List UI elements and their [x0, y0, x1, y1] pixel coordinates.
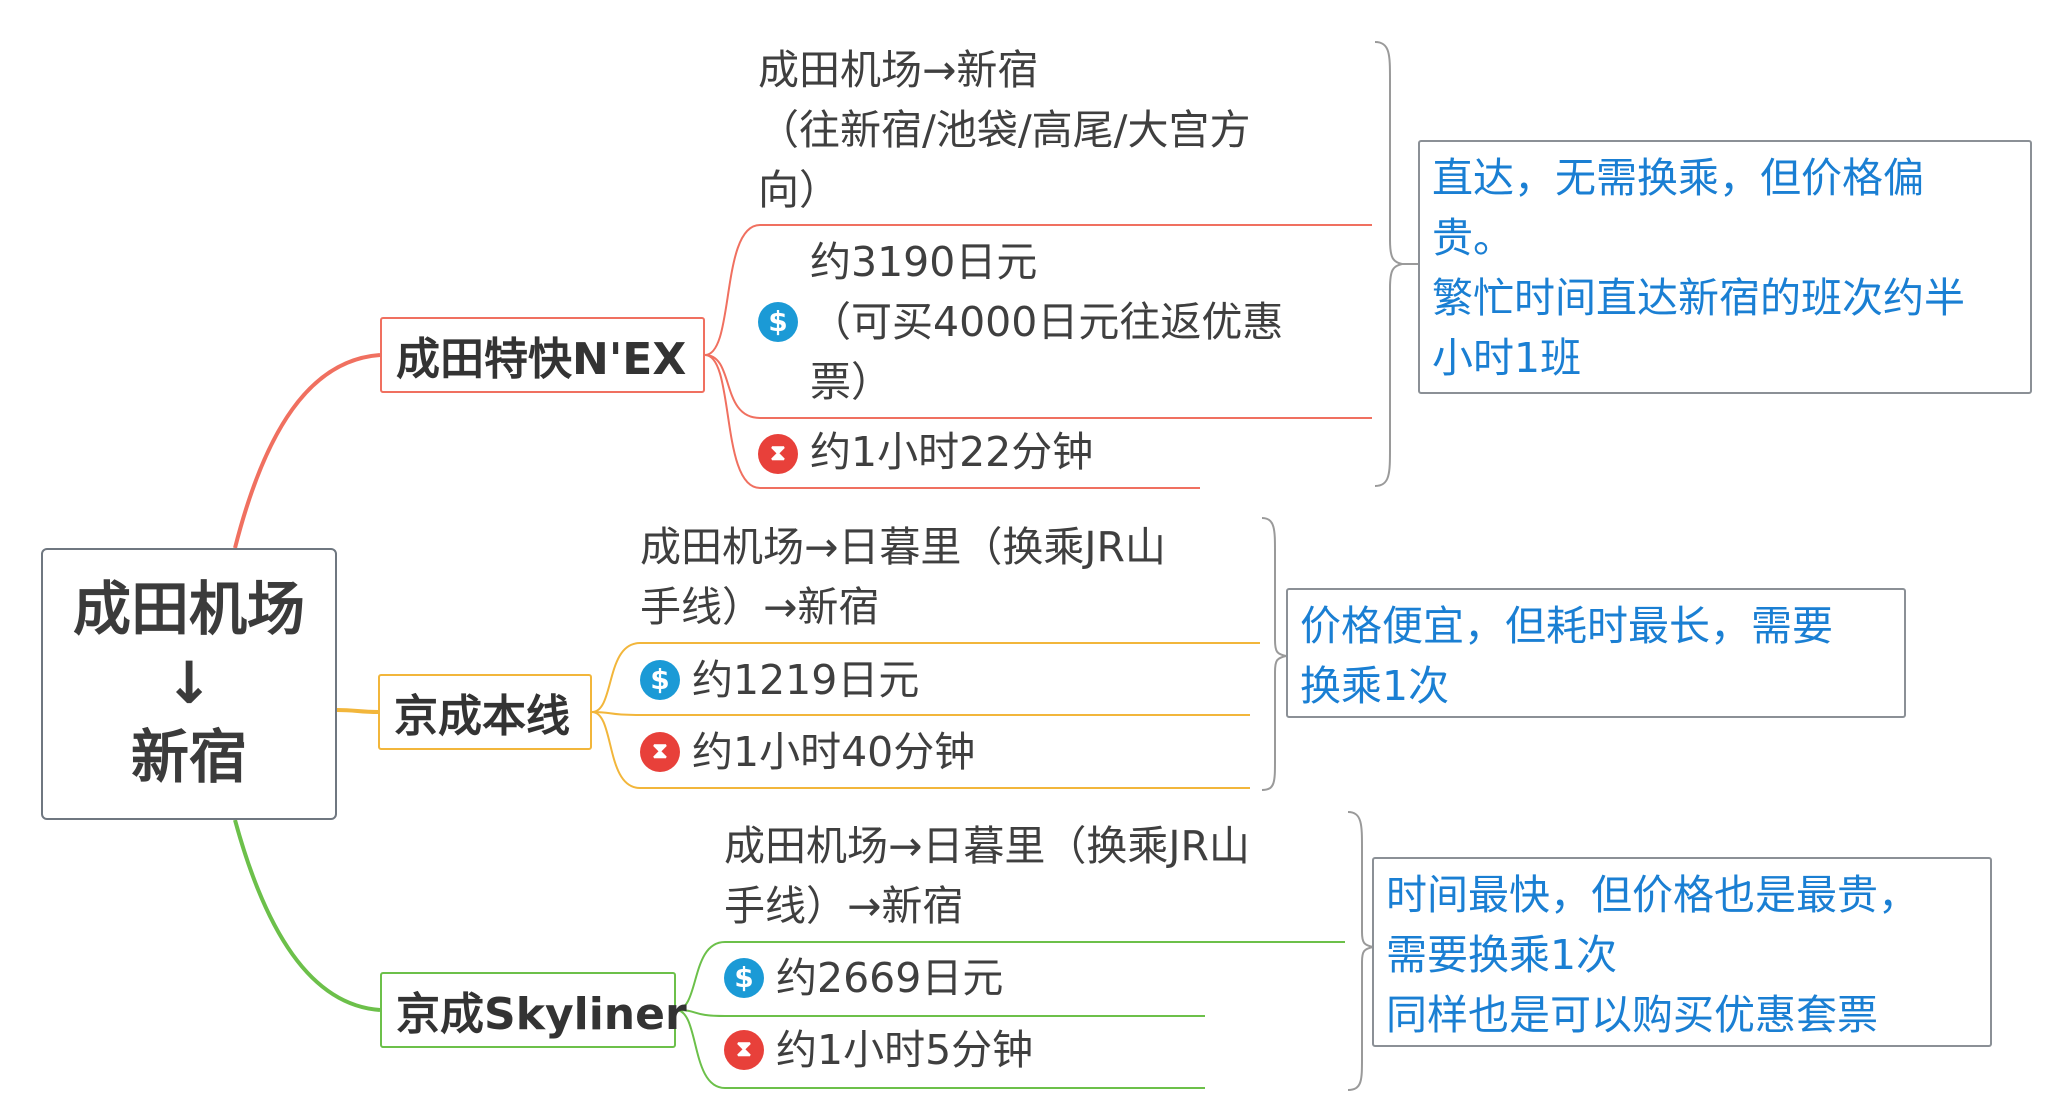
- branch-label: 京成本线: [394, 691, 570, 742]
- note-line: 小时1班: [1432, 334, 1582, 382]
- note-line: 需要换乘1次: [1386, 931, 1618, 979]
- price-line: 约3190日元: [810, 238, 1038, 286]
- price-line: 约2669日元: [776, 954, 1004, 1002]
- price-skyliner[interactable]: $ 约2669日元: [724, 948, 1003, 1008]
- note-keisei[interactable]: 价格便宜，但耗时最长，需要 换乘1次: [1286, 588, 1906, 718]
- note-line: 时间最快，但价格也是最贵，: [1386, 871, 1919, 919]
- time-text: 约1小时22分钟: [810, 428, 1094, 476]
- link-root-keisei: [336, 708, 379, 714]
- note-nex[interactable]: 直达，无需换乘，但价格偏 贵。 繁忙时间直达新宿的班次约半 小时1班: [1418, 140, 2032, 394]
- route-line: 成田机场→日暮里（换乘JR山: [724, 822, 1250, 870]
- time-text: 约1小时40分钟: [692, 728, 976, 776]
- price-line: 约1219日元: [692, 656, 920, 704]
- note-line: 繁忙时间直达新宿的班次约半: [1432, 274, 1965, 322]
- root-arrow: ↓: [164, 649, 214, 718]
- route-line: 手线）→新宿: [640, 583, 880, 631]
- branch-label: 京成Skyliner: [396, 989, 687, 1040]
- note-line: 价格便宜，但耗时最长，需要: [1300, 602, 1833, 650]
- note-line: 直达，无需换乘，但价格偏: [1432, 154, 1924, 202]
- price-keisei[interactable]: $ 约1219日元: [640, 650, 919, 710]
- root-node[interactable]: 成田机场 ↓ 新宿: [41, 548, 337, 820]
- dollar-circle-icon: $: [724, 958, 764, 998]
- bracket-nex: [1374, 41, 1403, 487]
- route-line: 手线）→新宿: [724, 882, 964, 930]
- note-line: 换乘1次: [1300, 662, 1450, 710]
- time-nex[interactable]: ⧗ 约1小时22分钟: [758, 422, 1093, 482]
- price-nex[interactable]: $ 约3190日元 （可买4000日元往返优惠 票）: [758, 232, 1283, 412]
- time-skyliner[interactable]: ⧗ 约1小时5分钟: [724, 1020, 1033, 1080]
- price-line: （可买4000日元往返优惠: [810, 298, 1284, 346]
- route-nex[interactable]: 成田机场→新宿 （往新宿/池袋/高尾/大宫方 向）: [758, 40, 1250, 220]
- branch-label: 成田特快N'EX: [396, 334, 687, 385]
- note-line: 贵。: [1432, 214, 1514, 262]
- route-skyliner[interactable]: 成田机场→日暮里（换乘JR山 手线）→新宿: [724, 816, 1250, 936]
- route-line: 成田机场→新宿: [758, 46, 1039, 94]
- route-line: （往新宿/池袋/高尾/大宫方: [758, 106, 1251, 154]
- route-line: 向）: [758, 166, 840, 214]
- note-skyliner[interactable]: 时间最快，但价格也是最贵， 需要换乘1次 同样也是可以购买优惠套票: [1372, 857, 1992, 1047]
- price-line: 票）: [810, 358, 892, 406]
- dollar-circle-icon: $: [758, 302, 798, 342]
- bracket-keisei: [1261, 517, 1287, 791]
- note-line: 同样也是可以购买优惠套票: [1386, 991, 1878, 1039]
- branch-keisei[interactable]: 京成本线: [378, 674, 592, 750]
- route-line: 成田机场→日暮里（换乘JR山: [640, 523, 1166, 571]
- time-keisei[interactable]: ⧗ 约1小时40分钟: [640, 722, 975, 782]
- link-root-skyliner: [233, 819, 381, 1012]
- link-root-nex: [233, 353, 381, 549]
- root-line1: 成田机场: [72, 575, 305, 644]
- time-text: 约1小时5分钟: [776, 1026, 1034, 1074]
- hourglass-icon: ⧗: [640, 732, 680, 772]
- branch-skyliner[interactable]: 京成Skyliner: [380, 972, 687, 1048]
- bracket-skyliner: [1347, 811, 1374, 1091]
- dollar-circle-icon: $: [640, 660, 680, 700]
- hourglass-icon: ⧗: [724, 1030, 764, 1070]
- hourglass-icon: ⧗: [758, 434, 798, 474]
- branch-nex[interactable]: 成田特快N'EX: [380, 317, 705, 393]
- root-line2: 新宿: [130, 722, 247, 791]
- route-keisei[interactable]: 成田机场→日暮里（换乘JR山 手线）→新宿: [640, 517, 1166, 637]
